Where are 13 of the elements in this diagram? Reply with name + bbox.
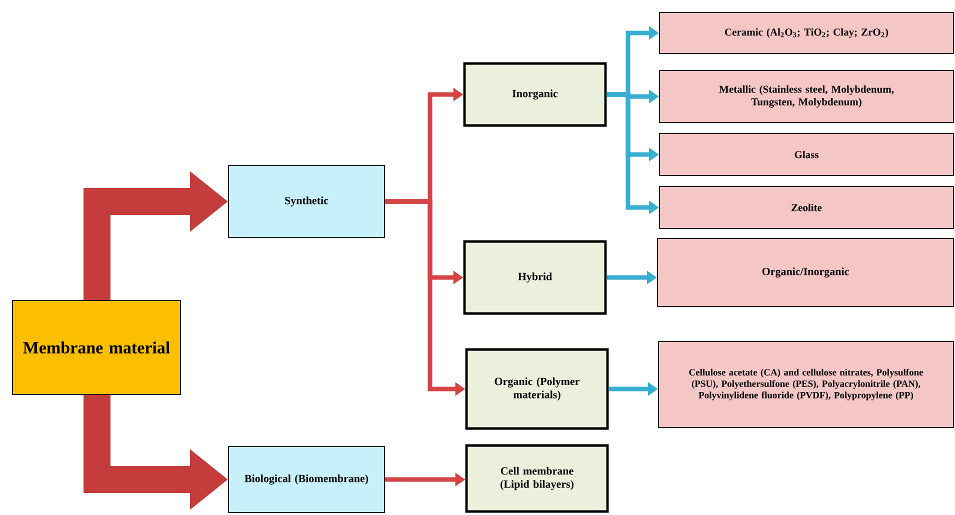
class-box: Hybrid: [463, 240, 607, 315]
class-box: Inorganic: [463, 62, 607, 127]
material-box: Ceramic (Al$_{2}$O$_{3}$; TiO$_{2}$; Clay; ZrO$_{2}$): [659, 12, 954, 54]
material-box: Cellulose acetate (CA) and cellulose nitrates, Polysulfone (PSU), Polyethersulfone (PES), Polyacrylonitrile (PAN), Polyvinylidene fluoride (PVDF), Polypropylene (PP): [658, 341, 954, 428]
material-box: Zeolite: [659, 186, 954, 229]
category-box: Synthetic: [228, 165, 385, 238]
material-box: Metallic (Stainless steel, Molybdenum, Tungsten, Molybdenum): [659, 70, 954, 123]
class-box: Cell membrane (Lipid bilayers): [465, 444, 609, 513]
class-box: Organic (Polymer materials): [465, 348, 609, 430]
material-box: Organic/Inorganic: [657, 238, 954, 307]
category-box: Biological (Biomembrane): [228, 446, 385, 513]
material-box: Glass: [659, 133, 954, 176]
root-box: Membrane material: [12, 300, 181, 395]
